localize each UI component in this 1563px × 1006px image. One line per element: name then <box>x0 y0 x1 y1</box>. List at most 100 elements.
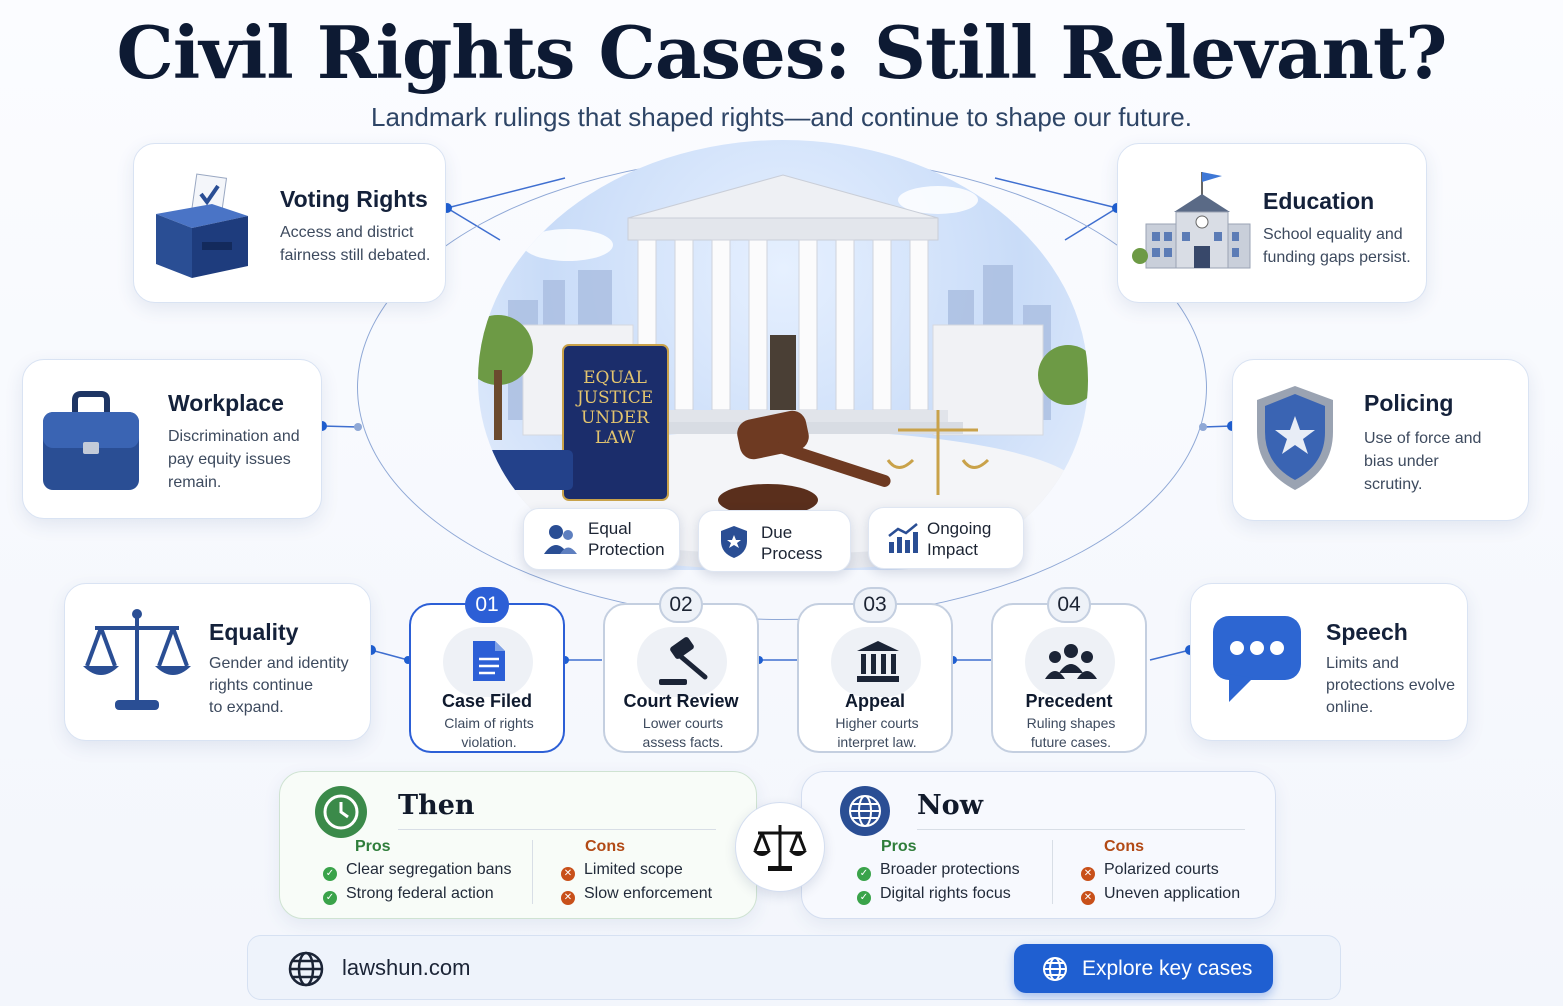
step-icon-bg <box>1025 627 1115 697</box>
explore-key-cases-button[interactable]: Explore key cases <box>1014 944 1273 993</box>
step-title: Case Filed <box>441 691 533 711</box>
step-icon-bg <box>637 627 727 697</box>
card-desc: scrutiny. <box>1364 476 1423 493</box>
step-title: Precedent <box>1025 691 1113 711</box>
check-icon: ✓ <box>323 891 337 905</box>
step-desc: violation. <box>461 734 517 750</box>
card-desc: online. <box>1326 699 1374 716</box>
shield-icon <box>721 526 747 558</box>
courthouse-scene: EQUAL JUSTICE UNDER LAW <box>478 140 1088 570</box>
then-pro-item: ✓Strong federal action <box>323 885 494 905</box>
card-desc: pay equity issues <box>168 451 291 468</box>
card-education: Education School equality and funding ga… <box>1117 143 1427 303</box>
step-desc: future cases. <box>1030 734 1112 750</box>
pill-due-process: Due Process <box>698 510 851 572</box>
then-con-item: ✕Slow enforcement <box>561 885 712 905</box>
site-link[interactable]: lawshun.com <box>342 955 471 980</box>
document-icon <box>473 641 505 681</box>
step-number: 03 <box>853 587 897 623</box>
card-title: Equality <box>209 619 299 645</box>
pill-equal-protection: Equal Protection <box>523 508 680 570</box>
step-desc: Lower courts <box>642 715 724 731</box>
compare-badge <box>735 802 825 892</box>
now-cons-label: Cons <box>1104 838 1144 855</box>
book-text-2: JUSTICE <box>575 388 653 408</box>
x-icon: ✕ <box>561 867 575 881</box>
card-desc: Access and district <box>280 224 414 241</box>
x-icon: ✕ <box>561 891 575 905</box>
then-pros-label: Pros <box>355 838 391 855</box>
card-desc: Discrimination and <box>168 428 300 445</box>
pill-line1: Due <box>761 523 793 542</box>
globe-icon <box>288 951 324 987</box>
card-title: Workplace <box>168 390 284 416</box>
scales-icon <box>753 825 807 871</box>
globe-icon <box>1043 957 1067 981</box>
pill-line2: Impact <box>927 540 979 559</box>
card-speech: Speech Limits and protections evolve onl… <box>1190 583 1468 741</box>
card-title: Policing <box>1364 390 1454 416</box>
now-panel: Now Pros Cons ✓Broader protections ✓Digi… <box>801 771 1276 919</box>
pill-line2: Protection <box>588 540 665 559</box>
card-policing: Policing Use of force and bias under scr… <box>1232 359 1529 521</box>
card-desc: funding gaps persist. <box>1263 249 1411 266</box>
card-desc: School equality and <box>1263 226 1403 243</box>
trend-chart-icon <box>888 523 918 553</box>
step-number: 01 <box>465 587 509 623</box>
group-icon <box>1045 644 1097 679</box>
card-desc: Gender and identity <box>209 655 349 672</box>
step-desc: interpret law. <box>837 734 917 750</box>
now-con-item: ✕Polarized courts <box>1081 861 1219 881</box>
now-title: Now <box>917 790 983 821</box>
briefcase-icon <box>43 391 139 490</box>
globe-icon <box>840 786 890 836</box>
step-appeal: 03 Appeal Higher courts interpret law. <box>797 587 953 753</box>
card-desc: remain. <box>168 474 222 491</box>
check-icon: ✓ <box>857 867 871 881</box>
history-clock-icon <box>315 786 367 838</box>
ballot-box-icon <box>156 173 248 278</box>
step-desc: assess facts. <box>642 734 724 750</box>
then-pro-item: ✓Clear segregation bans <box>323 861 511 881</box>
step-title: Appeal <box>844 691 905 711</box>
step-desc: Ruling shapes <box>1026 715 1116 731</box>
step-case-filed: 01 Case Filed Claim of rights violation. <box>409 587 565 753</box>
then-panel: Then Pros Cons ✓Clear segregation bans ✓… <box>279 771 757 919</box>
card-equality: Equality Gender and identity rights cont… <box>64 583 371 741</box>
shield-star-icon <box>1257 386 1333 490</box>
card-voting-rights: Voting Rights Access and district fairne… <box>133 143 446 303</box>
school-icon <box>1132 172 1251 269</box>
button-label: Explore key cases <box>1082 957 1253 980</box>
check-icon: ✓ <box>857 891 871 905</box>
card-title: Education <box>1263 188 1375 214</box>
card-title: Voting Rights <box>280 186 428 212</box>
step-title: Court Review <box>623 691 739 711</box>
x-icon: ✕ <box>1081 867 1095 881</box>
then-con-item: ✕Limited scope <box>561 861 683 881</box>
now-con-item: ✕Uneven application <box>1081 885 1240 905</box>
step-number: 02 <box>659 587 703 623</box>
card-desc: to expand. <box>209 699 284 716</box>
divider <box>532 840 533 904</box>
step-desc: Claim of rights <box>444 715 534 731</box>
now-pros-label: Pros <box>881 838 917 855</box>
speech-bubble-icon <box>1213 616 1301 702</box>
card-desc: Use of force and <box>1364 430 1482 447</box>
card-desc: bias under <box>1364 453 1439 470</box>
page-subtitle: Landmark rulings that shaped rights—and … <box>371 102 1192 132</box>
pill-line2: Process <box>761 544 823 563</box>
page-title: Civil Rights Cases: Still Relevant? <box>116 10 1448 95</box>
step-court-review: 02 Court Review Lower courts assess fact… <box>603 587 759 753</box>
gavel-icon <box>659 637 708 685</box>
pill-line1: Ongoing <box>927 519 992 538</box>
card-desc: Limits and <box>1326 655 1399 672</box>
card-title: Speech <box>1326 619 1408 645</box>
divider <box>1052 840 1053 904</box>
x-icon: ✕ <box>1081 891 1095 905</box>
card-workplace: Workplace Discrimination and pay equity … <box>22 359 322 519</box>
then-title: Then <box>398 790 475 821</box>
divider <box>398 829 716 830</box>
now-pro-item: ✓Digital rights focus <box>857 885 1011 905</box>
card-desc: fairness still debated. <box>280 247 431 264</box>
step-precedent: 04 Precedent Ruling shapes future cases. <box>991 587 1147 753</box>
